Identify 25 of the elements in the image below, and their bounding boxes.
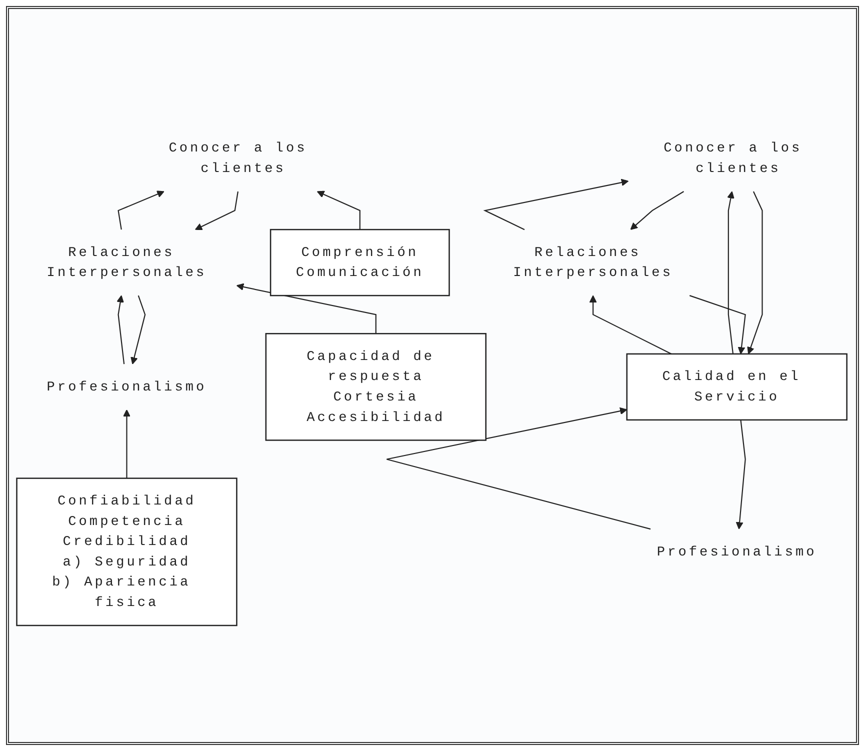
node-text: Conocer a los clientes bbox=[664, 140, 802, 176]
node-text: Profesionalismo bbox=[46, 379, 207, 395]
arrow bbox=[123, 409, 130, 478]
node-box: Confiabilidad Competencia Credibilidad a) Seguridad b) Apariencia fisica bbox=[16, 478, 238, 626]
node-text: Relaciones Interpersonales bbox=[46, 244, 207, 280]
node-box: Calidad en el Servicio bbox=[626, 353, 848, 421]
arrow bbox=[589, 295, 672, 354]
arrow bbox=[236, 283, 376, 334]
node-text: Profesionalismo bbox=[656, 544, 817, 560]
arrow bbox=[727, 191, 734, 354]
arrow bbox=[116, 295, 125, 364]
arrow bbox=[118, 190, 164, 230]
arrow bbox=[386, 407, 651, 530]
arrow bbox=[630, 191, 684, 230]
arrow bbox=[130, 295, 146, 364]
node-box: Comprensión Comunicación bbox=[270, 228, 450, 296]
arrow bbox=[736, 420, 746, 530]
node-box: Capacidad de respuesta Cortesia Accesibilidad bbox=[265, 333, 486, 441]
node-text: Relaciones Interpersonales bbox=[513, 244, 674, 280]
node-text: Conocer a los clientes bbox=[168, 140, 308, 176]
arrow bbox=[194, 191, 238, 230]
arrow bbox=[483, 178, 629, 230]
arrow bbox=[747, 191, 763, 354]
arrow bbox=[689, 295, 746, 354]
arrow bbox=[316, 190, 360, 230]
